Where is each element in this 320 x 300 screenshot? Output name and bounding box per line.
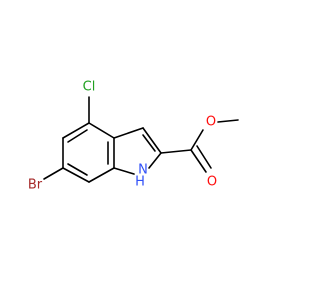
- bond-c2-ccarbonyl: [160, 149, 192, 154]
- bond-c4-c3a: [88, 122, 115, 139]
- bond-c3-c2: [142, 127, 162, 154]
- bond-ccarbonyl-oester: [190, 129, 204, 151]
- bond-c6-br: [43, 167, 64, 180]
- bond-c7-c6: [62, 167, 90, 183]
- bond-carbonyl-double-2: [196, 145, 212, 169]
- substituent-bonds: [43, 96, 239, 180]
- atom-o-carbonyl-label: O: [207, 175, 217, 190]
- bond-oester-methyl: [217, 119, 239, 123]
- bond-c3a-c3: [113, 127, 144, 139]
- atom-cl-label: Cl: [83, 80, 96, 95]
- bond-c3-c2-inner: [142, 134, 156, 152]
- benzene-ring-bonds: [62, 122, 115, 183]
- atom-labels: Cl Br O O N H: [28, 80, 217, 193]
- atom-nh-hydrogen-label: H: [135, 175, 145, 190]
- atom-br-label: Br: [28, 178, 43, 193]
- atom-nh-label: N: [138, 163, 148, 178]
- bond-c2-n1: [148, 152, 162, 169]
- bond-n1-c7a: [113, 167, 135, 175]
- bond-c7a-c7: [88, 167, 115, 183]
- bond-carbonyl-double-1: [190, 149, 207, 173]
- bond-c5-c4: [62, 122, 90, 139]
- molecule-structure: Cl Br O O N H: [28, 80, 239, 193]
- atom-o-ester-label: O: [206, 115, 216, 130]
- pyrrole-ring-bonds: [113, 127, 162, 175]
- bond-c5-c4-inner: [67, 129, 88, 143]
- bond-c7-c6-inner: [67, 163, 88, 176]
